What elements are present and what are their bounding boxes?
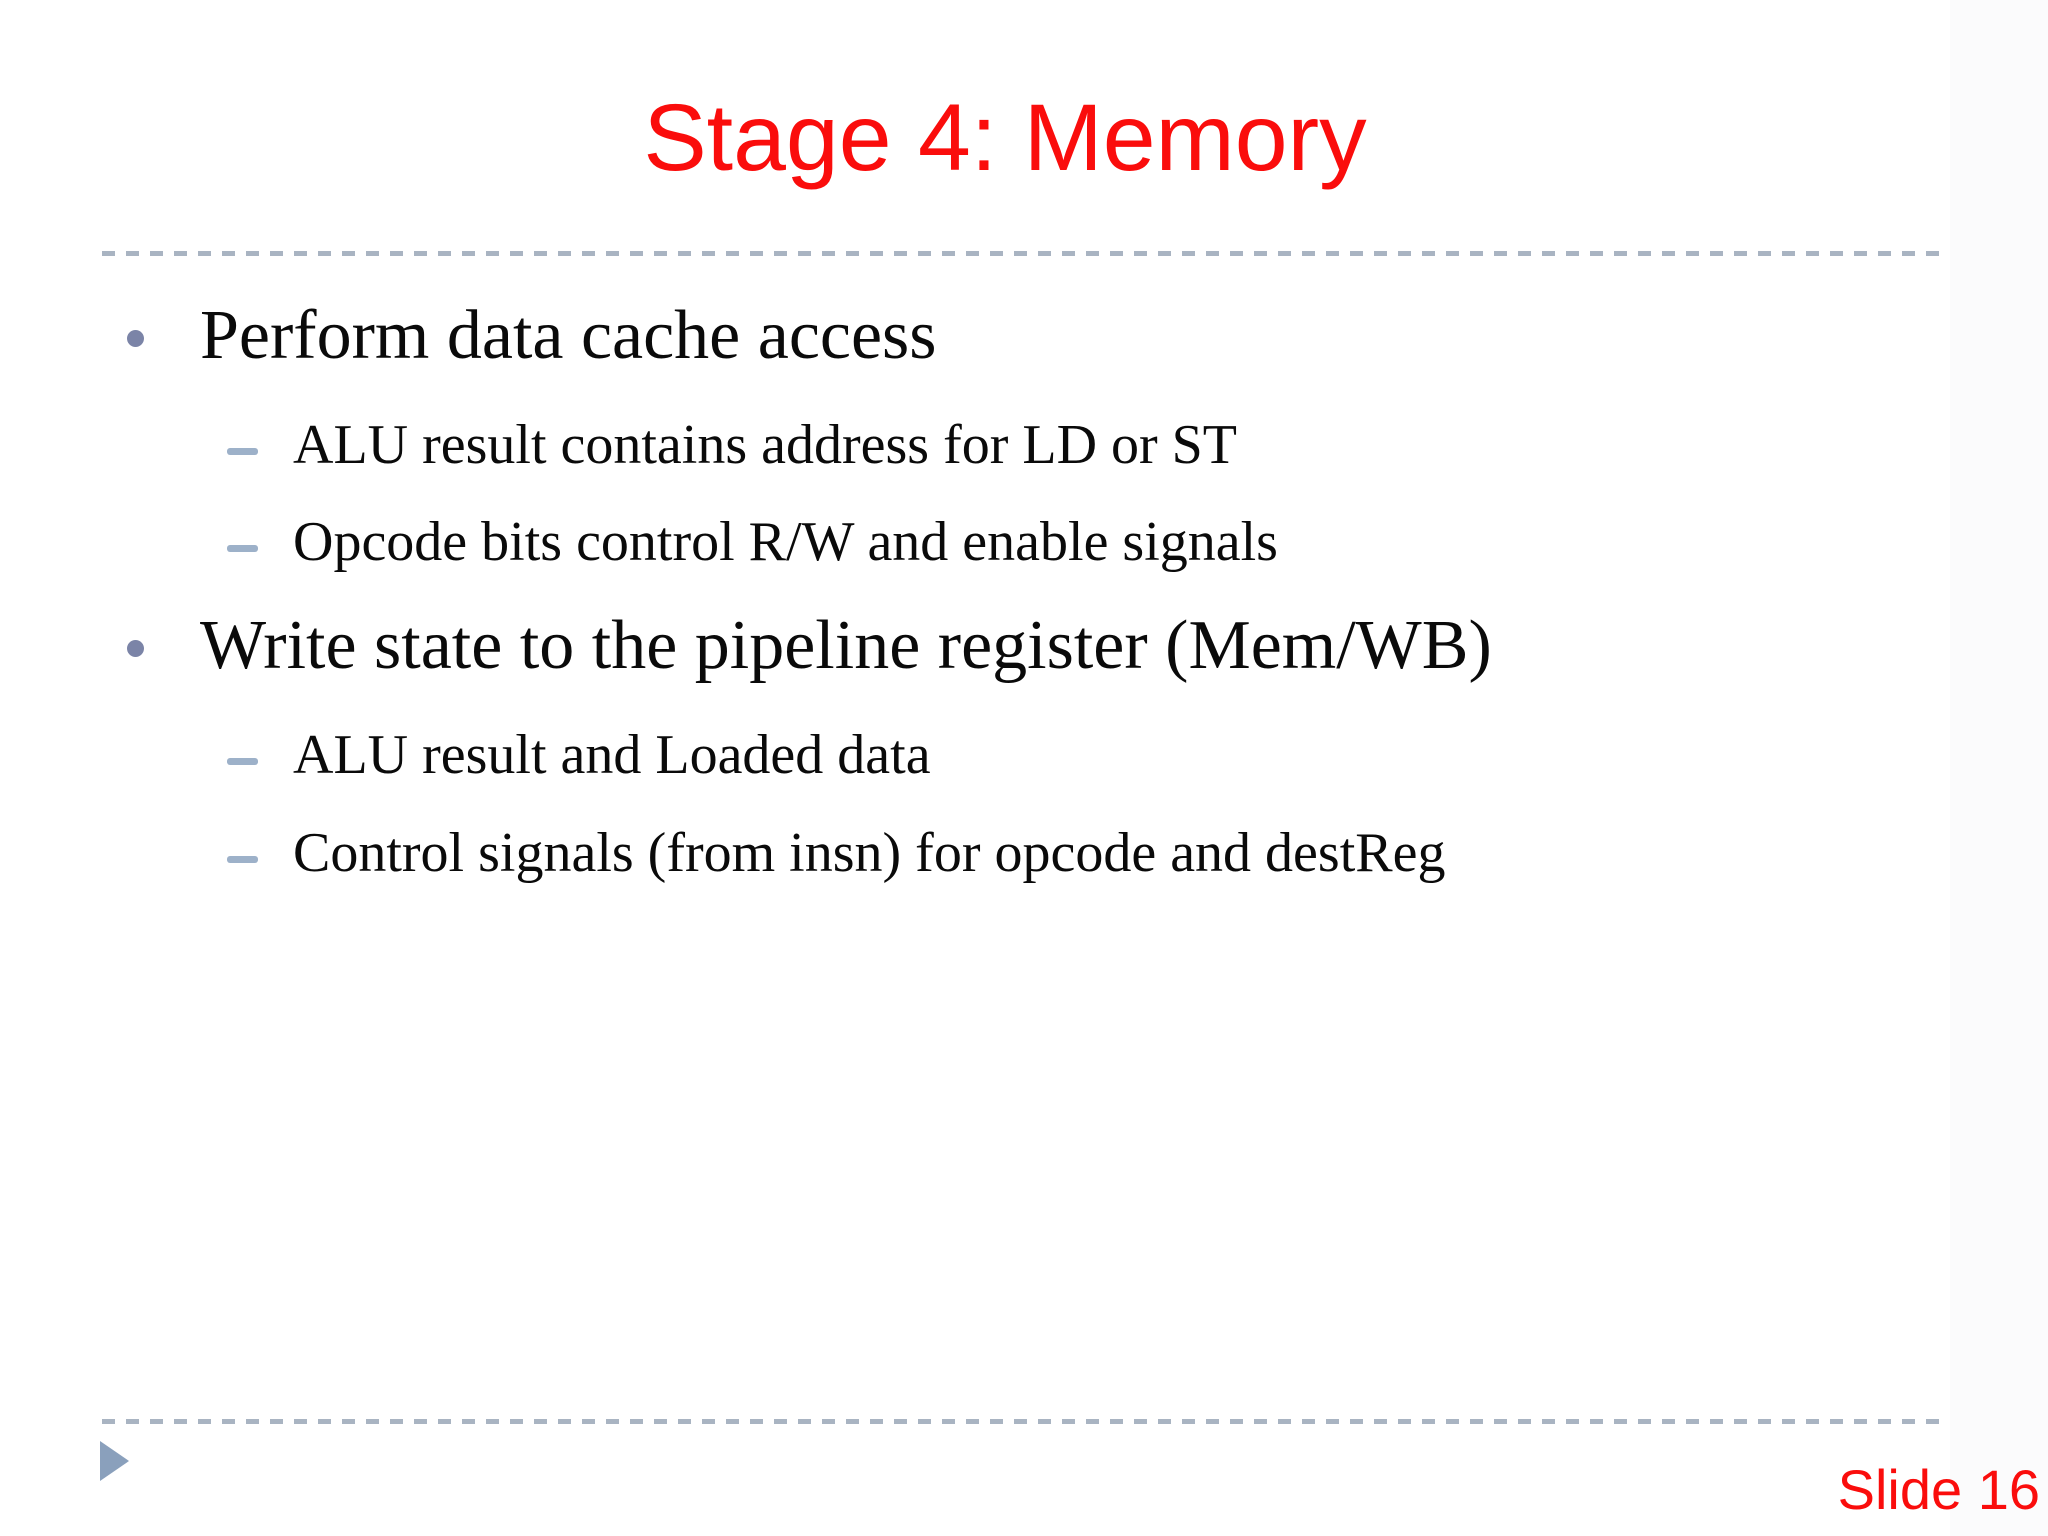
- sub-dash-icon: [227, 757, 258, 765]
- bullet-dot-icon: [127, 639, 144, 657]
- bullet-item: Write state to the pipeline register (Me…: [127, 606, 1492, 686]
- bullet-text: Perform data cache access: [200, 297, 937, 374]
- bullet-dot-icon: [127, 329, 144, 347]
- sub-bullet-item: ALU result and Loaded data: [227, 718, 931, 792]
- sub-bullet-text: ALU result and Loaded data: [293, 724, 931, 786]
- bullet-item: Perform data cache access: [127, 296, 937, 376]
- sub-dash-icon: [227, 855, 258, 863]
- sub-dash-icon: [227, 544, 258, 552]
- right-edge-shading: [1950, 0, 2048, 1536]
- title-divider: [102, 251, 1945, 256]
- sub-bullet-text: Opcode bits control R/W and enable signa…: [293, 511, 1278, 573]
- sub-bullet-item: ALU result contains address for LD or ST: [227, 408, 1237, 482]
- sub-bullet-text: ALU result contains address for LD or ST: [293, 414, 1238, 476]
- sub-dash-icon: [227, 447, 258, 455]
- slide-number: Slide 16: [1837, 1458, 2040, 1521]
- footer-divider: [102, 1419, 1945, 1424]
- sub-bullet-text: Control signals (from insn) for opcode a…: [293, 822, 1446, 884]
- sub-bullet-item: Control signals (from insn) for opcode a…: [227, 816, 1445, 890]
- sub-bullet-item: Opcode bits control R/W and enable signa…: [227, 505, 1278, 579]
- play-triangle-icon: [100, 1441, 129, 1481]
- slide-title: Stage 4: Memory: [643, 85, 1367, 191]
- bullet-text: Write state to the pipeline register (Me…: [200, 607, 1492, 684]
